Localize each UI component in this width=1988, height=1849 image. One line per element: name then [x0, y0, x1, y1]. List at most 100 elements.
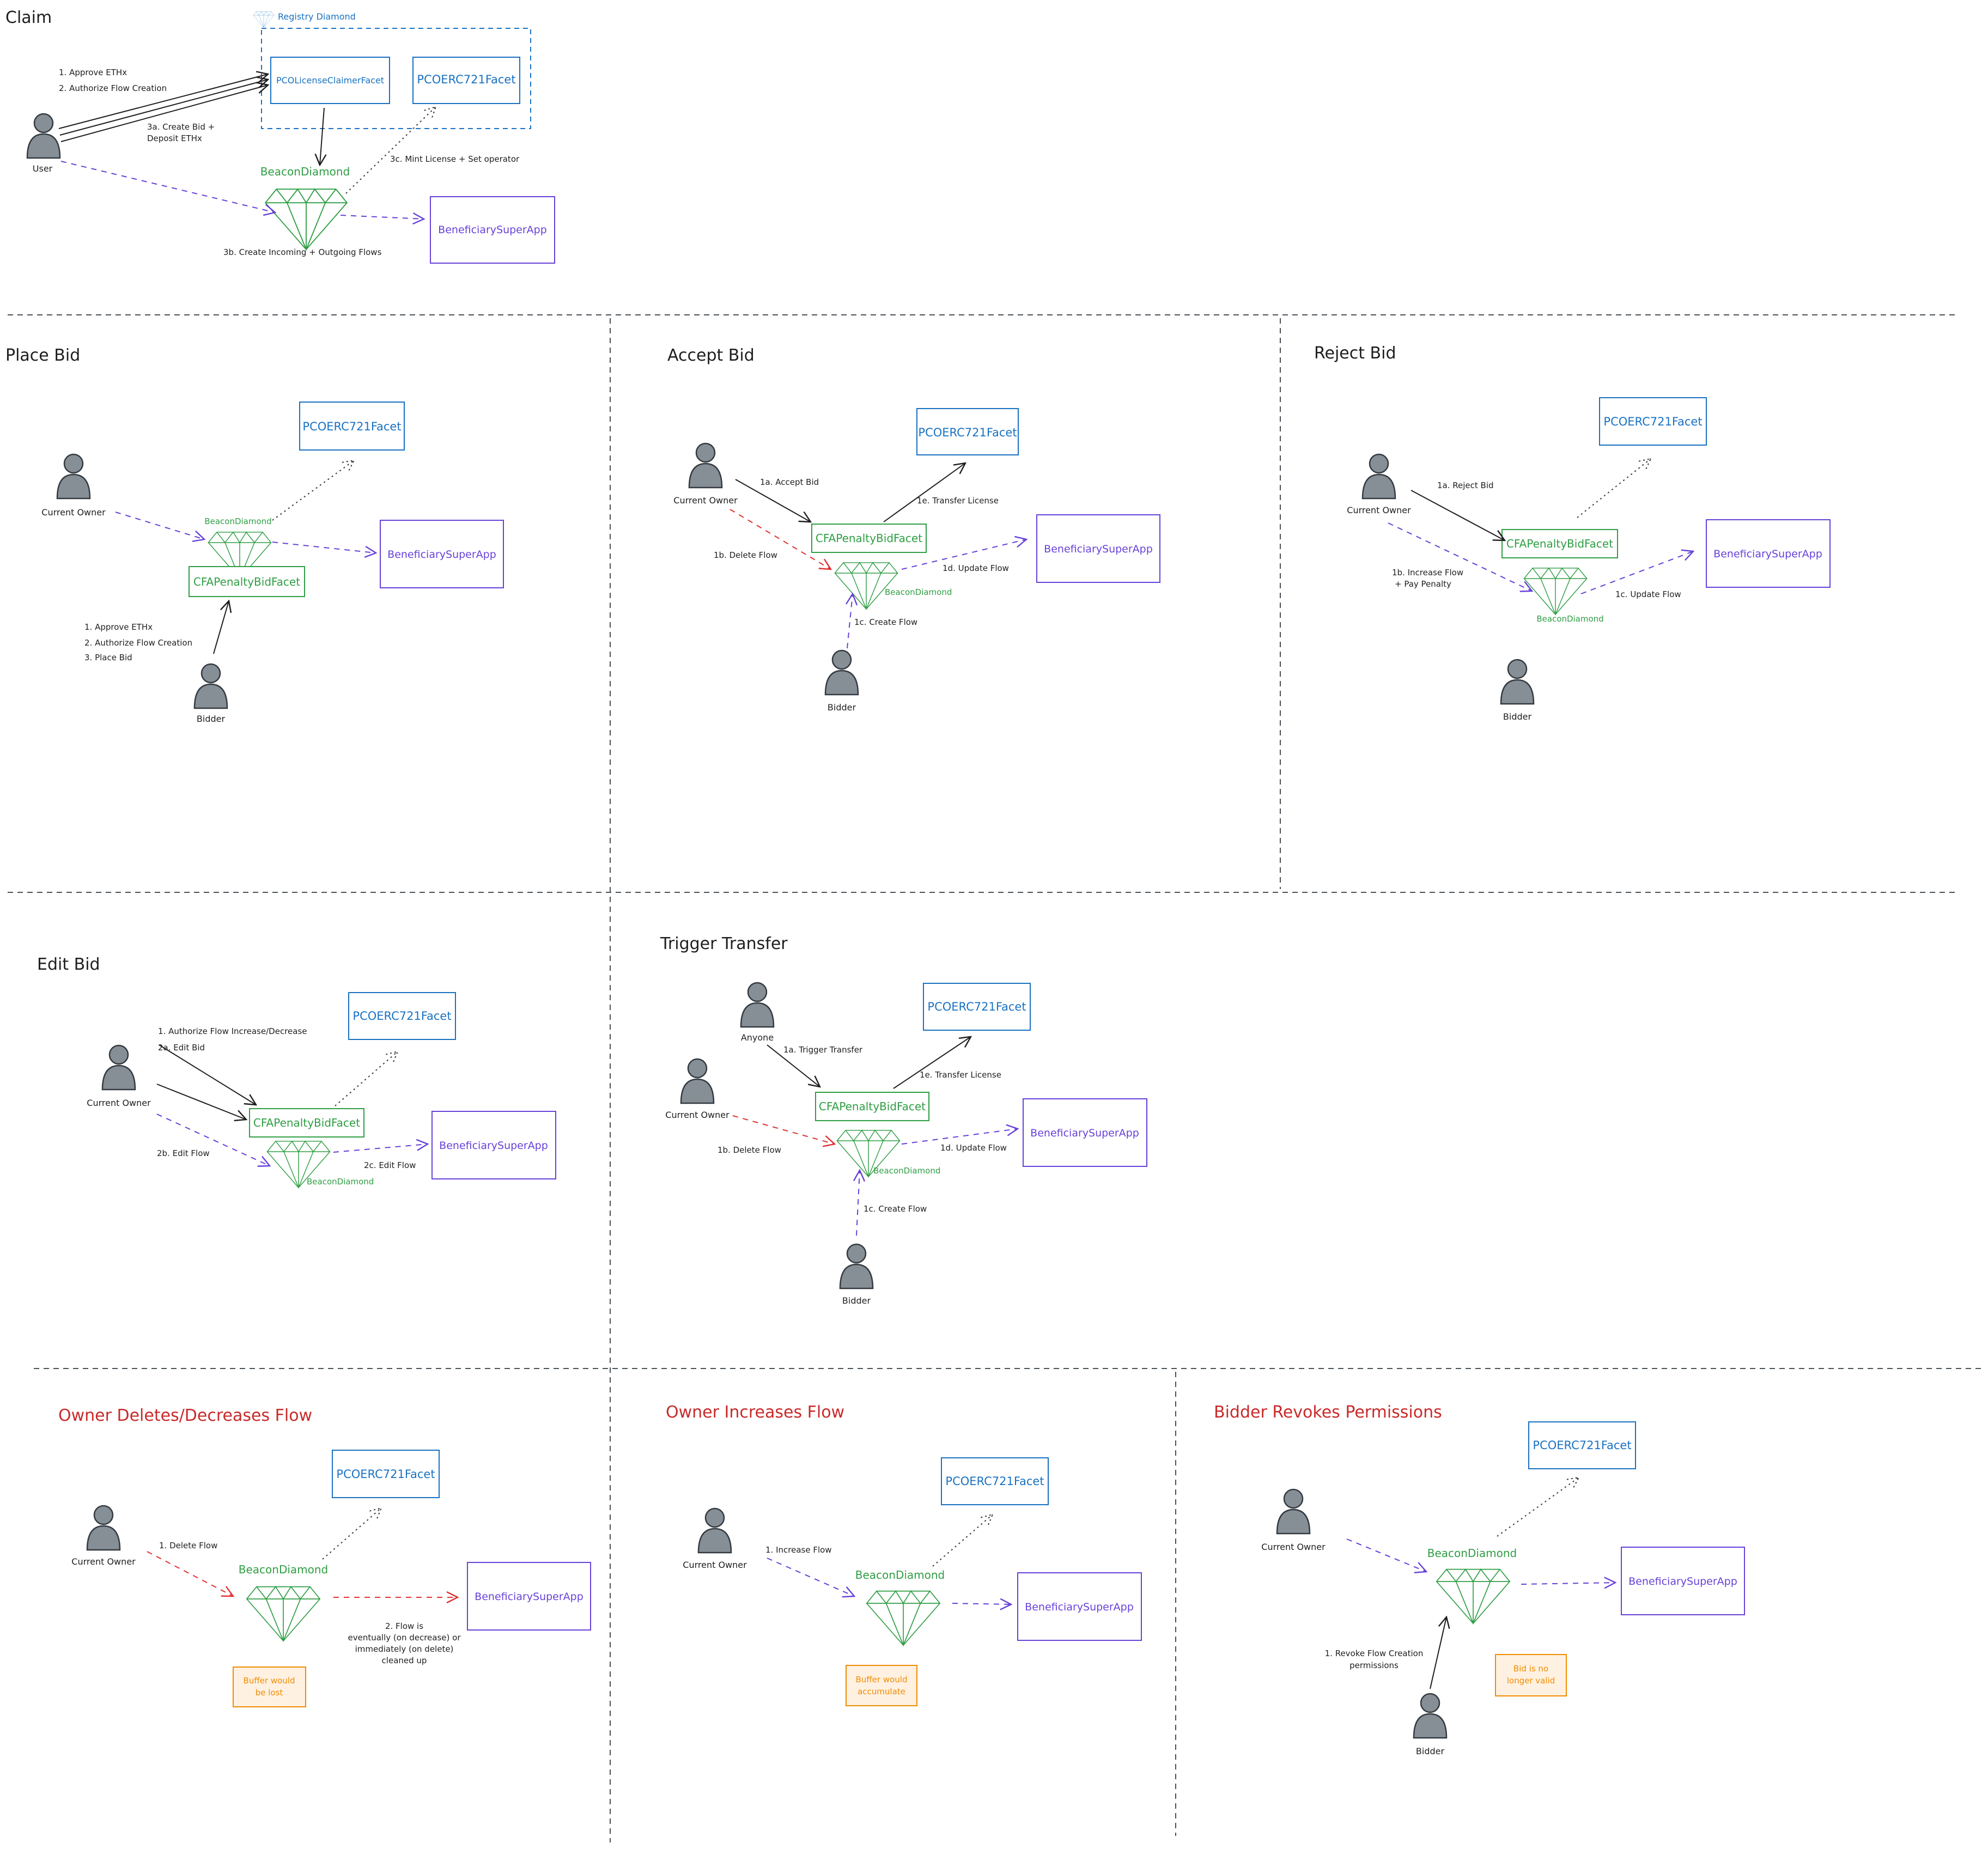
erc721-facet-box	[916, 408, 1019, 455]
penalty-facet-box	[811, 524, 927, 553]
beacon-diamond-label: BeaconDiamond	[239, 1563, 329, 1576]
penalty-facet-box	[249, 1108, 364, 1138]
penalty-facet-label: CFAPenaltyBidFacet	[193, 575, 300, 588]
arrow-bidder-penalty	[213, 601, 229, 654]
arrow-delete-flow	[729, 509, 831, 569]
section-owner-increases: Owner Increases Flow PCOERC721Facet Beac…	[666, 1403, 1142, 1706]
invalid-note-box	[1495, 1654, 1567, 1696]
trigger-step1e: 1e. Transfer License	[920, 1070, 1001, 1080]
arrow-create-bid	[60, 85, 268, 142]
beneficiary-label: BeneficiarySuperApp	[439, 1140, 548, 1152]
arrow-create-flow	[847, 594, 853, 649]
section-title: Place Bid	[5, 346, 80, 365]
section-edit-bid: Edit Bid PCOERC721Facet CFAPenaltyBidFac…	[37, 955, 556, 1188]
section-claim: Claim Registry Diamond PCOLicenseClaimer…	[5, 8, 555, 264]
owner-label: Current Owner	[1347, 505, 1411, 515]
owner-label: Current Owner	[87, 1098, 151, 1108]
beneficiary-label: BeneficiarySuperApp	[1628, 1576, 1737, 1588]
erc721-facet-label: PCOERC721Facet	[1603, 415, 1702, 428]
beneficiary-label: BeneficiarySuperApp	[1030, 1127, 1139, 1139]
arrow-mint-license	[345, 107, 436, 194]
trigger-step1d: 1d. Update Flow	[940, 1143, 1007, 1153]
arrow-beacon-erc721	[932, 1515, 993, 1567]
arrow-beacon-erc721	[322, 1508, 381, 1560]
separators	[8, 314, 1983, 1842]
beneficiary-box	[431, 1111, 556, 1179]
section-title: Owner Increases Flow	[666, 1403, 844, 1422]
beneficiary-box	[1017, 1572, 1142, 1641]
invalid-note-line1: Bid is no	[1513, 1664, 1548, 1674]
trigger-step1c: 1c. Create Flow	[864, 1204, 927, 1214]
arrow-beacon-beneficiary	[272, 542, 376, 553]
registry-diamond-icon	[253, 11, 275, 28]
arrow-approve	[58, 74, 268, 129]
erc721-facet-label: PCOERC721Facet	[945, 1475, 1044, 1488]
erc721-facet-label: PCOERC721Facet	[918, 426, 1017, 439]
owner-label: Current Owner	[673, 495, 738, 506]
arrow-transfer-license	[893, 1037, 971, 1089]
owner-avatar	[101, 1044, 136, 1091]
owner-avatar	[688, 442, 723, 489]
claim-step3b: 3b. Create Incoming + Outgoing Flows	[223, 247, 382, 257]
arrow-reject-bid	[1411, 490, 1505, 540]
erc721-facet-box	[412, 57, 520, 104]
claim-step2: 2. Authorize Flow Creation	[59, 83, 167, 93]
erc721-facet-label: PCOERC721Facet	[336, 1468, 435, 1481]
bidder-avatar	[824, 649, 859, 696]
section-title: Claim	[5, 8, 52, 27]
arrow-facet-erc721	[335, 1051, 398, 1106]
beacon-diamond-icon	[246, 1586, 321, 1641]
bidder-label: Bidder	[197, 714, 226, 724]
bidder-label: Bidder	[842, 1295, 871, 1306]
beacon-diamond-label: BeaconDiamond	[885, 587, 952, 597]
arrow-owner-beacon	[115, 512, 204, 539]
penalty-facet-label: CFAPenaltyBidFacet	[253, 1116, 360, 1129]
license-claimer-facet-box	[270, 57, 390, 104]
accept-step1a: 1a. Accept Bid	[760, 477, 819, 487]
arrow-edit-flow-beneficiary	[333, 1144, 428, 1153]
owner-label: Current Owner	[683, 1560, 747, 1570]
user-label: User	[33, 163, 53, 174]
bidder-avatar	[1500, 659, 1535, 705]
section-owner-deletes: Owner Deletes/Decreases Flow PCOERC721Fa…	[58, 1406, 591, 1707]
arrow-update-flow	[901, 539, 1026, 570]
arrow-beacon-beneficiary	[952, 1603, 1011, 1604]
arrow-trigger-transfer	[767, 1044, 820, 1087]
section-title: Bidder Revokes Permissions	[1214, 1403, 1442, 1422]
claim-step1: 1. Approve ETHx	[59, 68, 127, 77]
beacon-diamond-icon	[866, 1590, 941, 1646]
erc721-facet-label: PCOERC721Facet	[1533, 1439, 1631, 1452]
reject-step1b-line2: + Pay Penalty	[1395, 579, 1451, 589]
erc721-facet-label: PCOERC721Facet	[417, 73, 515, 86]
bidder-label: Bidder	[828, 702, 856, 713]
anyone-label: Anyone	[741, 1032, 774, 1043]
trigger-step1b: 1b. Delete Flow	[718, 1145, 781, 1155]
bidder-label: Bidder	[1416, 1746, 1445, 1756]
bidder-avatar	[193, 663, 228, 709]
invalid-note-line2: longer valid	[1507, 1676, 1555, 1686]
beacon-diamond-icon	[1436, 1568, 1511, 1624]
arrow-claimer-beacon	[320, 107, 324, 165]
beneficiary-box	[380, 520, 504, 588]
beacon-diamond-icon	[834, 562, 898, 610]
deletes-step1: 1. Delete Flow	[159, 1541, 217, 1550]
accept-step1b: 1b. Delete Flow	[714, 550, 777, 560]
owner-label: Current Owner	[41, 507, 106, 518]
arrow-accept-bid	[735, 479, 811, 522]
beacon-diamond-label: BeaconDiamond	[855, 1568, 945, 1582]
place-step1: 1. Approve ETHx	[84, 622, 153, 632]
beneficiary-label: BeneficiarySuperApp	[475, 1591, 583, 1603]
user-avatar	[26, 113, 61, 159]
penalty-facet-label: CFAPenaltyBidFacet	[816, 532, 922, 545]
buffer-note-box	[233, 1666, 306, 1707]
owner-avatar	[697, 1507, 732, 1554]
section-reject-bid: Reject Bid PCOERC721Facet CFAPenaltyBidF…	[1314, 344, 1831, 722]
place-step2: 2. Authorize Flow Creation	[84, 638, 192, 648]
beneficiary-box	[1621, 1547, 1745, 1615]
buffer-note-line2: accumulate	[858, 1687, 905, 1696]
penalty-facet-box	[189, 566, 305, 597]
owner-label: Current Owner	[1261, 1542, 1326, 1552]
beneficiary-box	[430, 196, 555, 264]
section-title: Trigger Transfer	[660, 934, 788, 953]
